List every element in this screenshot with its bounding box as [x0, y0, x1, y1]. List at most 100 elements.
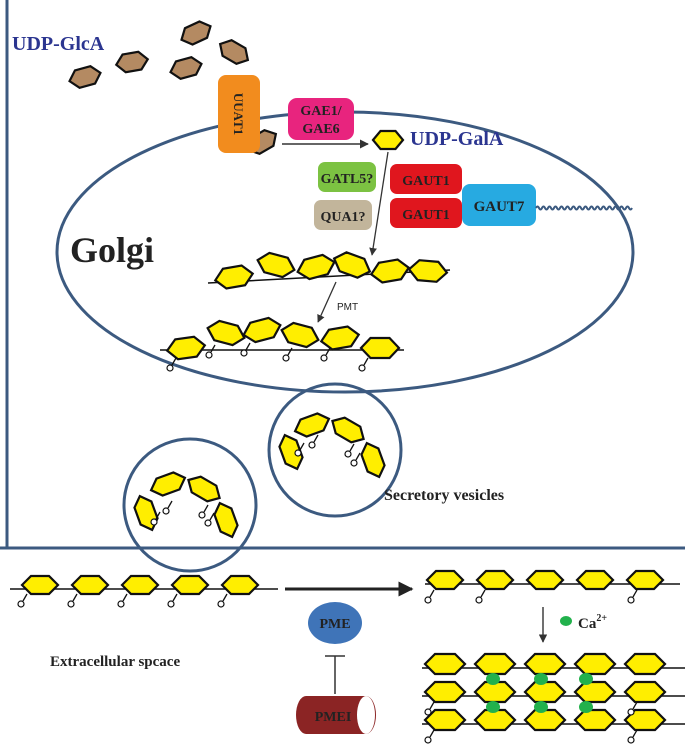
- methyl-ester-group: [205, 351, 213, 359]
- egg-box-structure: [422, 652, 685, 744]
- secretory-vesicle-upper: [267, 382, 403, 518]
- pme-enzyme: PME: [308, 602, 362, 644]
- extracellular-sugar-hexagon: [170, 574, 210, 596]
- methylesterified-chain-golgi: [160, 316, 404, 372]
- demethylated-sugar-hexagon: [525, 569, 565, 591]
- methyl-ester-group: [358, 364, 366, 372]
- methyl-ester-bond: [210, 344, 216, 353]
- egg-box-sugar-hexagon: [473, 708, 517, 732]
- methyl-ester-bond: [122, 593, 128, 602]
- methyl-ester-group: [424, 708, 432, 716]
- extracellular-sugar-hexagon: [120, 574, 160, 596]
- methyl-ester-group: [627, 736, 635, 744]
- methyl-ester-bond: [429, 589, 435, 598]
- egg-box-sugar-hexagon: [623, 708, 667, 732]
- extracellular-chain-methylesterified: [10, 574, 278, 608]
- methylated-galacturonic-hexagon: [165, 335, 207, 361]
- udp-glca-sugars: [68, 20, 278, 155]
- gaut7-membrane-anchor: [535, 205, 633, 211]
- vesicle-sugar-hexagon: [133, 494, 159, 532]
- methyl-ester-bond: [313, 434, 319, 443]
- vesicle-chain-lower: [133, 471, 239, 539]
- udp-gala-hexagon: [371, 129, 405, 151]
- udp-glca-hexagon: [218, 39, 250, 65]
- egg-box-sugar-hexagon: [523, 652, 567, 676]
- egg-box-sugar-hexagon: [473, 680, 517, 704]
- vesicle-sugar-hexagon: [187, 475, 221, 503]
- methylated-galacturonic-hexagon: [206, 319, 246, 347]
- methyl-ester-group: [150, 518, 158, 526]
- homogalacturonan-chain-golgi: [207, 251, 451, 290]
- gaut1-top-enzyme: GAUT1: [390, 164, 462, 194]
- methyl-ester-group: [167, 600, 175, 608]
- methyl-ester-bond: [167, 500, 173, 509]
- methyl-ester-bond: [632, 701, 638, 710]
- egg-box-sugar-hexagon: [523, 680, 567, 704]
- methyl-ester-bond: [480, 589, 486, 598]
- gaut1-bottom-label: GAUT1: [402, 208, 449, 223]
- methyl-ester-group: [240, 349, 248, 357]
- methylated-galacturonic-hexagon: [242, 316, 282, 344]
- qua1-enzyme: QUA1?: [314, 200, 372, 230]
- secretory-vesicles-label: Secretory vesicles: [384, 487, 504, 504]
- gaut7-label: GAUT7: [474, 199, 525, 215]
- gatl5-enzyme: GATL5?: [318, 162, 376, 192]
- galacturonic-acid-hexagon: [213, 264, 255, 290]
- extracellular-sugar-hexagon: [220, 574, 260, 596]
- udp-gala-sugar: [371, 129, 405, 151]
- demethylated-sugar-hexagon: [575, 569, 615, 591]
- methyl-ester-bond: [363, 357, 369, 366]
- galacturonic-acid-hexagon: [407, 259, 449, 283]
- vesicle-chain-upper: [278, 412, 386, 479]
- vesicle-sugar-hexagon: [293, 412, 331, 438]
- methyl-ester-group: [424, 736, 432, 744]
- udp-gala-label: UDP-GalA: [410, 128, 504, 150]
- methyl-ester-bond: [632, 729, 638, 738]
- udp-glca-label: UDP-GlcA: [12, 33, 105, 55]
- egg-box-sugar-hexagon: [423, 680, 467, 704]
- methyl-ester-group: [204, 519, 212, 527]
- methyl-ester-bond: [72, 593, 78, 602]
- egg-box-sugar-hexagon: [623, 652, 667, 676]
- udp-glca-hexagon: [180, 20, 212, 46]
- methyl-ester-bond: [245, 342, 251, 351]
- vesicle-sugar-hexagon: [149, 471, 187, 497]
- methyl-ester-group: [475, 596, 483, 604]
- extracellular-sugar-hexagon: [70, 574, 110, 596]
- gaut1-top-label: GAUT1: [402, 174, 449, 189]
- golgi-label: Golgi: [70, 230, 154, 270]
- methyl-ester-bond: [22, 593, 28, 602]
- methyl-ester-bond: [203, 504, 209, 513]
- methyl-ester-group: [627, 708, 635, 716]
- pme-label: PME: [319, 617, 350, 632]
- galacturonic-acid-hexagon: [332, 251, 372, 279]
- extracellular-chain-demethylesterified: [424, 569, 680, 604]
- gatl5-label: GATL5?: [321, 172, 374, 187]
- calcium-label: Ca2+: [578, 613, 607, 632]
- methyl-ester-group: [67, 600, 75, 608]
- pmt-arrow: [317, 281, 337, 323]
- methyl-ester-group: [217, 600, 225, 608]
- methyl-ester-bond: [299, 442, 305, 451]
- egg-box-sugar-hexagon: [623, 680, 667, 704]
- pmt-label: PMT: [337, 302, 358, 313]
- galacturonic-acid-hexagon: [296, 253, 336, 281]
- methyl-ester-bond: [632, 589, 638, 598]
- methyl-ester-bond: [349, 443, 355, 452]
- methylated-galacturonic-hexagon: [280, 321, 320, 349]
- egg-box-sugar-hexagon: [423, 652, 467, 676]
- methyl-ester-group: [424, 596, 432, 604]
- extracellular-sugar-hexagon: [20, 574, 60, 596]
- qua1-label: QUA1?: [320, 210, 365, 225]
- vesicle-sugar-hexagon: [360, 441, 386, 479]
- egg-box-sugar-hexagon: [573, 708, 617, 732]
- galacturonic-acid-hexagon: [256, 251, 296, 279]
- methyl-ester-group: [308, 441, 316, 449]
- methyl-ester-group: [166, 364, 174, 372]
- calcium-ion: [560, 616, 572, 626]
- methyl-ester-group: [627, 596, 635, 604]
- gae-label-line2: GAE6: [302, 122, 339, 137]
- methyl-ester-group: [320, 354, 328, 362]
- uuat1-transporter: UUAT1: [218, 75, 260, 153]
- methyl-ester-bond: [287, 347, 293, 356]
